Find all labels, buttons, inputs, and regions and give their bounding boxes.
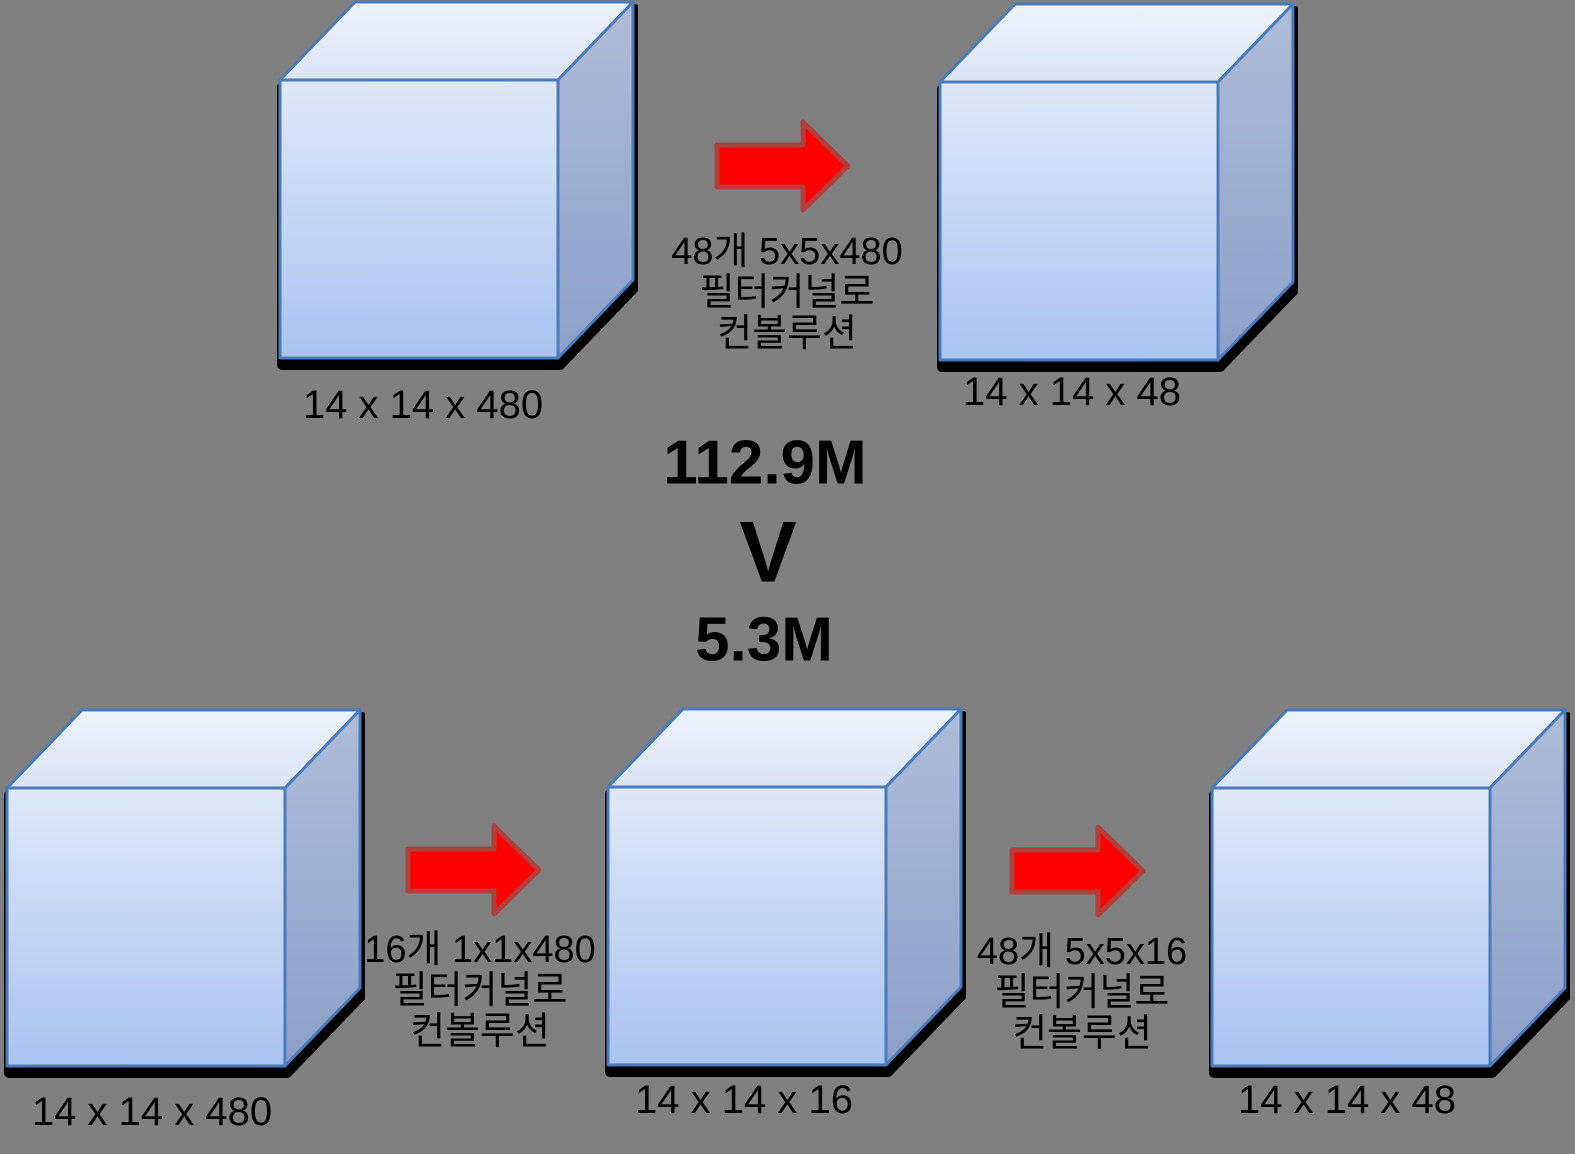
tensor-cube-bottom-input (4, 708, 365, 1078)
operation-line: 48개 5x5x16 (976, 931, 1188, 973)
cube-front-face (278, 78, 560, 360)
tensor-dimension-label: 14 x 14 x 480 (31, 1090, 273, 1134)
operation-line: 컨볼루션 (410, 1011, 550, 1053)
cube-front-face (1210, 786, 1492, 1068)
operation-line: 컨볼루션 (717, 313, 857, 355)
tensor-cube-bottom-middle (605, 707, 966, 1077)
tensor-cube-top-output (937, 2, 1298, 372)
operation-line: 필터커널로 (392, 970, 568, 1012)
param-count-bottom: 5.3M (695, 605, 833, 675)
arrow-right-icon (1009, 824, 1146, 918)
operation-line: 16개 1x1x480 (364, 929, 596, 971)
tensor-dimension-label: 14 x 14 x 16 (635, 1078, 853, 1122)
tensor-cube-top-input (277, 0, 638, 370)
convolution-operation-label: 16개 1x1x480 필터커널로 컨볼루션 (364, 930, 595, 1053)
operation-line: 필터커널로 (699, 272, 875, 314)
tensor-dimension-label: 14 x 14 x 480 (302, 383, 544, 427)
operation-line: 컨볼루션 (1012, 1013, 1152, 1055)
operation-line: 필터커널로 (994, 972, 1170, 1014)
operation-line: 48개 5x5x480 (671, 231, 903, 273)
convolution-operation-label: 48개 5x5x16 필터커널로 컨볼루션 (977, 932, 1187, 1055)
tensor-dimension-label: 14 x 14 x 48 (963, 370, 1181, 414)
tensor-cube-bottom-output (1209, 708, 1570, 1078)
tensor-dimension-label: 14 x 14 x 48 (1238, 1078, 1456, 1122)
param-count-top: 112.9M (663, 428, 867, 498)
cube-front-face (5, 786, 287, 1068)
versus-label: V (739, 504, 797, 601)
cube-front-face (606, 785, 888, 1067)
convolution-operation-label: 48개 5x5x480 필터커널로 컨볼루션 (671, 232, 902, 355)
arrow-right-icon (714, 119, 851, 213)
cube-front-face (938, 80, 1220, 362)
arrow-right-icon (405, 823, 542, 917)
